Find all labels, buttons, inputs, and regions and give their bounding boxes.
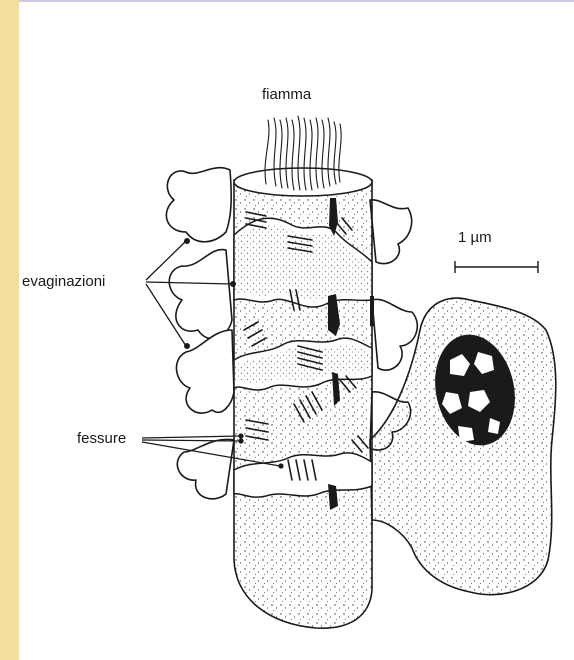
label-fissures: fessure (77, 430, 126, 447)
tube-opening (234, 168, 372, 196)
leader-fess-1 (142, 436, 240, 438)
label-evaginations: evaginazioni (22, 273, 105, 290)
scale-bar (455, 261, 538, 273)
label-scale: 1 µm (458, 229, 492, 246)
label-flame: fiamma (262, 86, 311, 103)
